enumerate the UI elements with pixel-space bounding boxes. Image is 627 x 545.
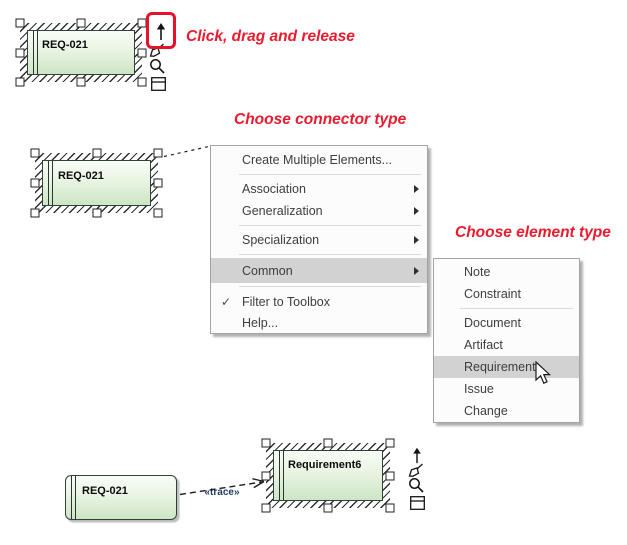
menu-item-label: Create Multiple Elements... [242, 153, 393, 167]
annotation-dashed-line [163, 145, 212, 158]
menu-item-label: Document [464, 316, 521, 330]
submenu-item-constraint[interactable]: Constraint [434, 283, 579, 305]
menu-item-label: Association [242, 182, 306, 196]
resize-handle[interactable] [385, 438, 395, 448]
resize-handle[interactable] [385, 503, 395, 513]
menu-item-help[interactable]: Help... [211, 313, 427, 333]
resize-handle[interactable] [323, 438, 333, 448]
submenu-item-requirement[interactable]: Requirement [434, 356, 579, 378]
menu-item-label: Specialization [242, 233, 320, 247]
resize-handle[interactable] [153, 208, 163, 218]
menu-separator [211, 283, 427, 290]
submenu-arrow-icon [414, 266, 419, 275]
resize-handle[interactable] [323, 503, 333, 513]
magnifier-icon[interactable] [408, 477, 425, 494]
resize-handle[interactable] [153, 148, 163, 158]
requirement-notation-line [71, 476, 73, 519]
selection-border[interactable]: REQ-021 [15, 18, 147, 87]
magnifier-icon[interactable] [149, 58, 166, 75]
requirement-notation-line [33, 31, 35, 74]
resize-handle[interactable] [92, 148, 101, 158]
requirement-notation-line [279, 451, 281, 500]
element-type-submenu: Note Constraint Document Artifact Requir… [433, 258, 580, 423]
menu-item-label: Artifact [464, 338, 503, 352]
element-name: REQ-021 [58, 170, 104, 182]
submenu-item-document[interactable]: Document [434, 312, 579, 334]
menu-item-label: Common [242, 263, 293, 278]
resize-handle[interactable] [385, 471, 395, 480]
menu-item-label: Change [464, 404, 508, 418]
menu-item-label: Note [464, 265, 491, 279]
requirement-notation-line [37, 31, 39, 74]
resize-handle[interactable] [76, 77, 86, 87]
window-icon[interactable] [410, 496, 425, 510]
requirement-notation-line [75, 476, 77, 519]
element-name: Requirement6 [288, 459, 362, 471]
menu-item-label: Constraint [464, 287, 521, 301]
trace-arrowhead-icon [252, 478, 265, 489]
highlight-box [146, 12, 176, 49]
resize-handle[interactable] [137, 48, 147, 57]
submenu-item-issue[interactable]: Issue [434, 378, 579, 400]
menu-item-generalization[interactable]: Generalization [211, 200, 427, 222]
requirement-notation-line [283, 451, 285, 500]
submenu-item-artifact[interactable]: Artifact [434, 334, 579, 356]
submenu-arrow-icon [414, 236, 419, 244]
menu-item-label: Issue [464, 382, 494, 396]
up-arrow-icon[interactable] [409, 446, 425, 464]
menu-item-create-multiple-elements[interactable]: Create Multiple Elements... [211, 149, 427, 171]
resize-handle[interactable] [15, 77, 25, 87]
pen-icon[interactable] [407, 463, 424, 478]
menu-item-label: Generalization [242, 204, 323, 218]
up-arrow-icon[interactable] [153, 21, 169, 41]
menu-item-label: Help... [242, 316, 279, 330]
element-name: REQ-021 [82, 485, 128, 497]
context-menu: Create Multiple Elements... Association … [210, 145, 428, 334]
resize-handle[interactable] [261, 438, 271, 448]
menu-separator [211, 251, 427, 258]
annotation-choose-connector: Choose connector type [234, 111, 407, 128]
menu-item-label: Filter to Toolbox [242, 294, 331, 309]
menu-separator [211, 171, 427, 178]
menu-item-filter-to-toolbox[interactable]: ✓ Filter to Toolbox [211, 290, 427, 313]
menu-separator [434, 305, 579, 312]
submenu-item-change[interactable]: Change [434, 400, 579, 422]
element-name: REQ-021 [42, 39, 88, 51]
mouse-cursor-icon [535, 361, 552, 384]
annotation-choose-element: Choose element type [455, 224, 611, 241]
submenu-arrow-icon [414, 207, 419, 215]
menu-item-label: Requirement [464, 360, 536, 374]
requirement-notation-line [48, 161, 50, 205]
element-req-021-middle[interactable]: REQ-021 [42, 160, 151, 206]
resize-handle[interactable] [30, 208, 40, 218]
check-icon: ✓ [221, 294, 232, 309]
resize-handle[interactable] [76, 18, 86, 28]
resize-handle[interactable] [30, 148, 40, 158]
element-requirement6[interactable]: Requirement6 [273, 450, 383, 501]
resize-handle[interactable] [261, 471, 271, 480]
selection-border[interactable]: Requirement6 [261, 438, 395, 513]
menu-separator [211, 222, 427, 229]
resize-handle[interactable] [15, 48, 25, 57]
element-req-021-bottom[interactable]: REQ-021 [65, 475, 177, 520]
connector-stereotype-label[interactable]: «trace» [204, 487, 240, 498]
menu-item-association[interactable]: Association [211, 178, 427, 200]
selection-border[interactable]: REQ-021 [30, 148, 163, 218]
resize-handle[interactable] [261, 503, 271, 513]
resize-handle[interactable] [137, 77, 147, 87]
resize-handle[interactable] [92, 208, 101, 218]
resize-handle[interactable] [30, 178, 40, 188]
annotation-click-drag: Click, drag and release [186, 28, 355, 45]
requirement-notation-line [52, 161, 54, 205]
submenu-arrow-icon [414, 185, 419, 193]
submenu-item-note[interactable]: Note [434, 261, 579, 283]
resize-handle[interactable] [153, 178, 163, 188]
menu-item-specialization[interactable]: Specialization [211, 229, 427, 251]
menu-item-common[interactable]: Common [211, 258, 427, 283]
window-icon[interactable] [151, 77, 166, 91]
resize-handle[interactable] [15, 18, 25, 28]
element-req-021-top[interactable]: REQ-021 [27, 30, 135, 75]
